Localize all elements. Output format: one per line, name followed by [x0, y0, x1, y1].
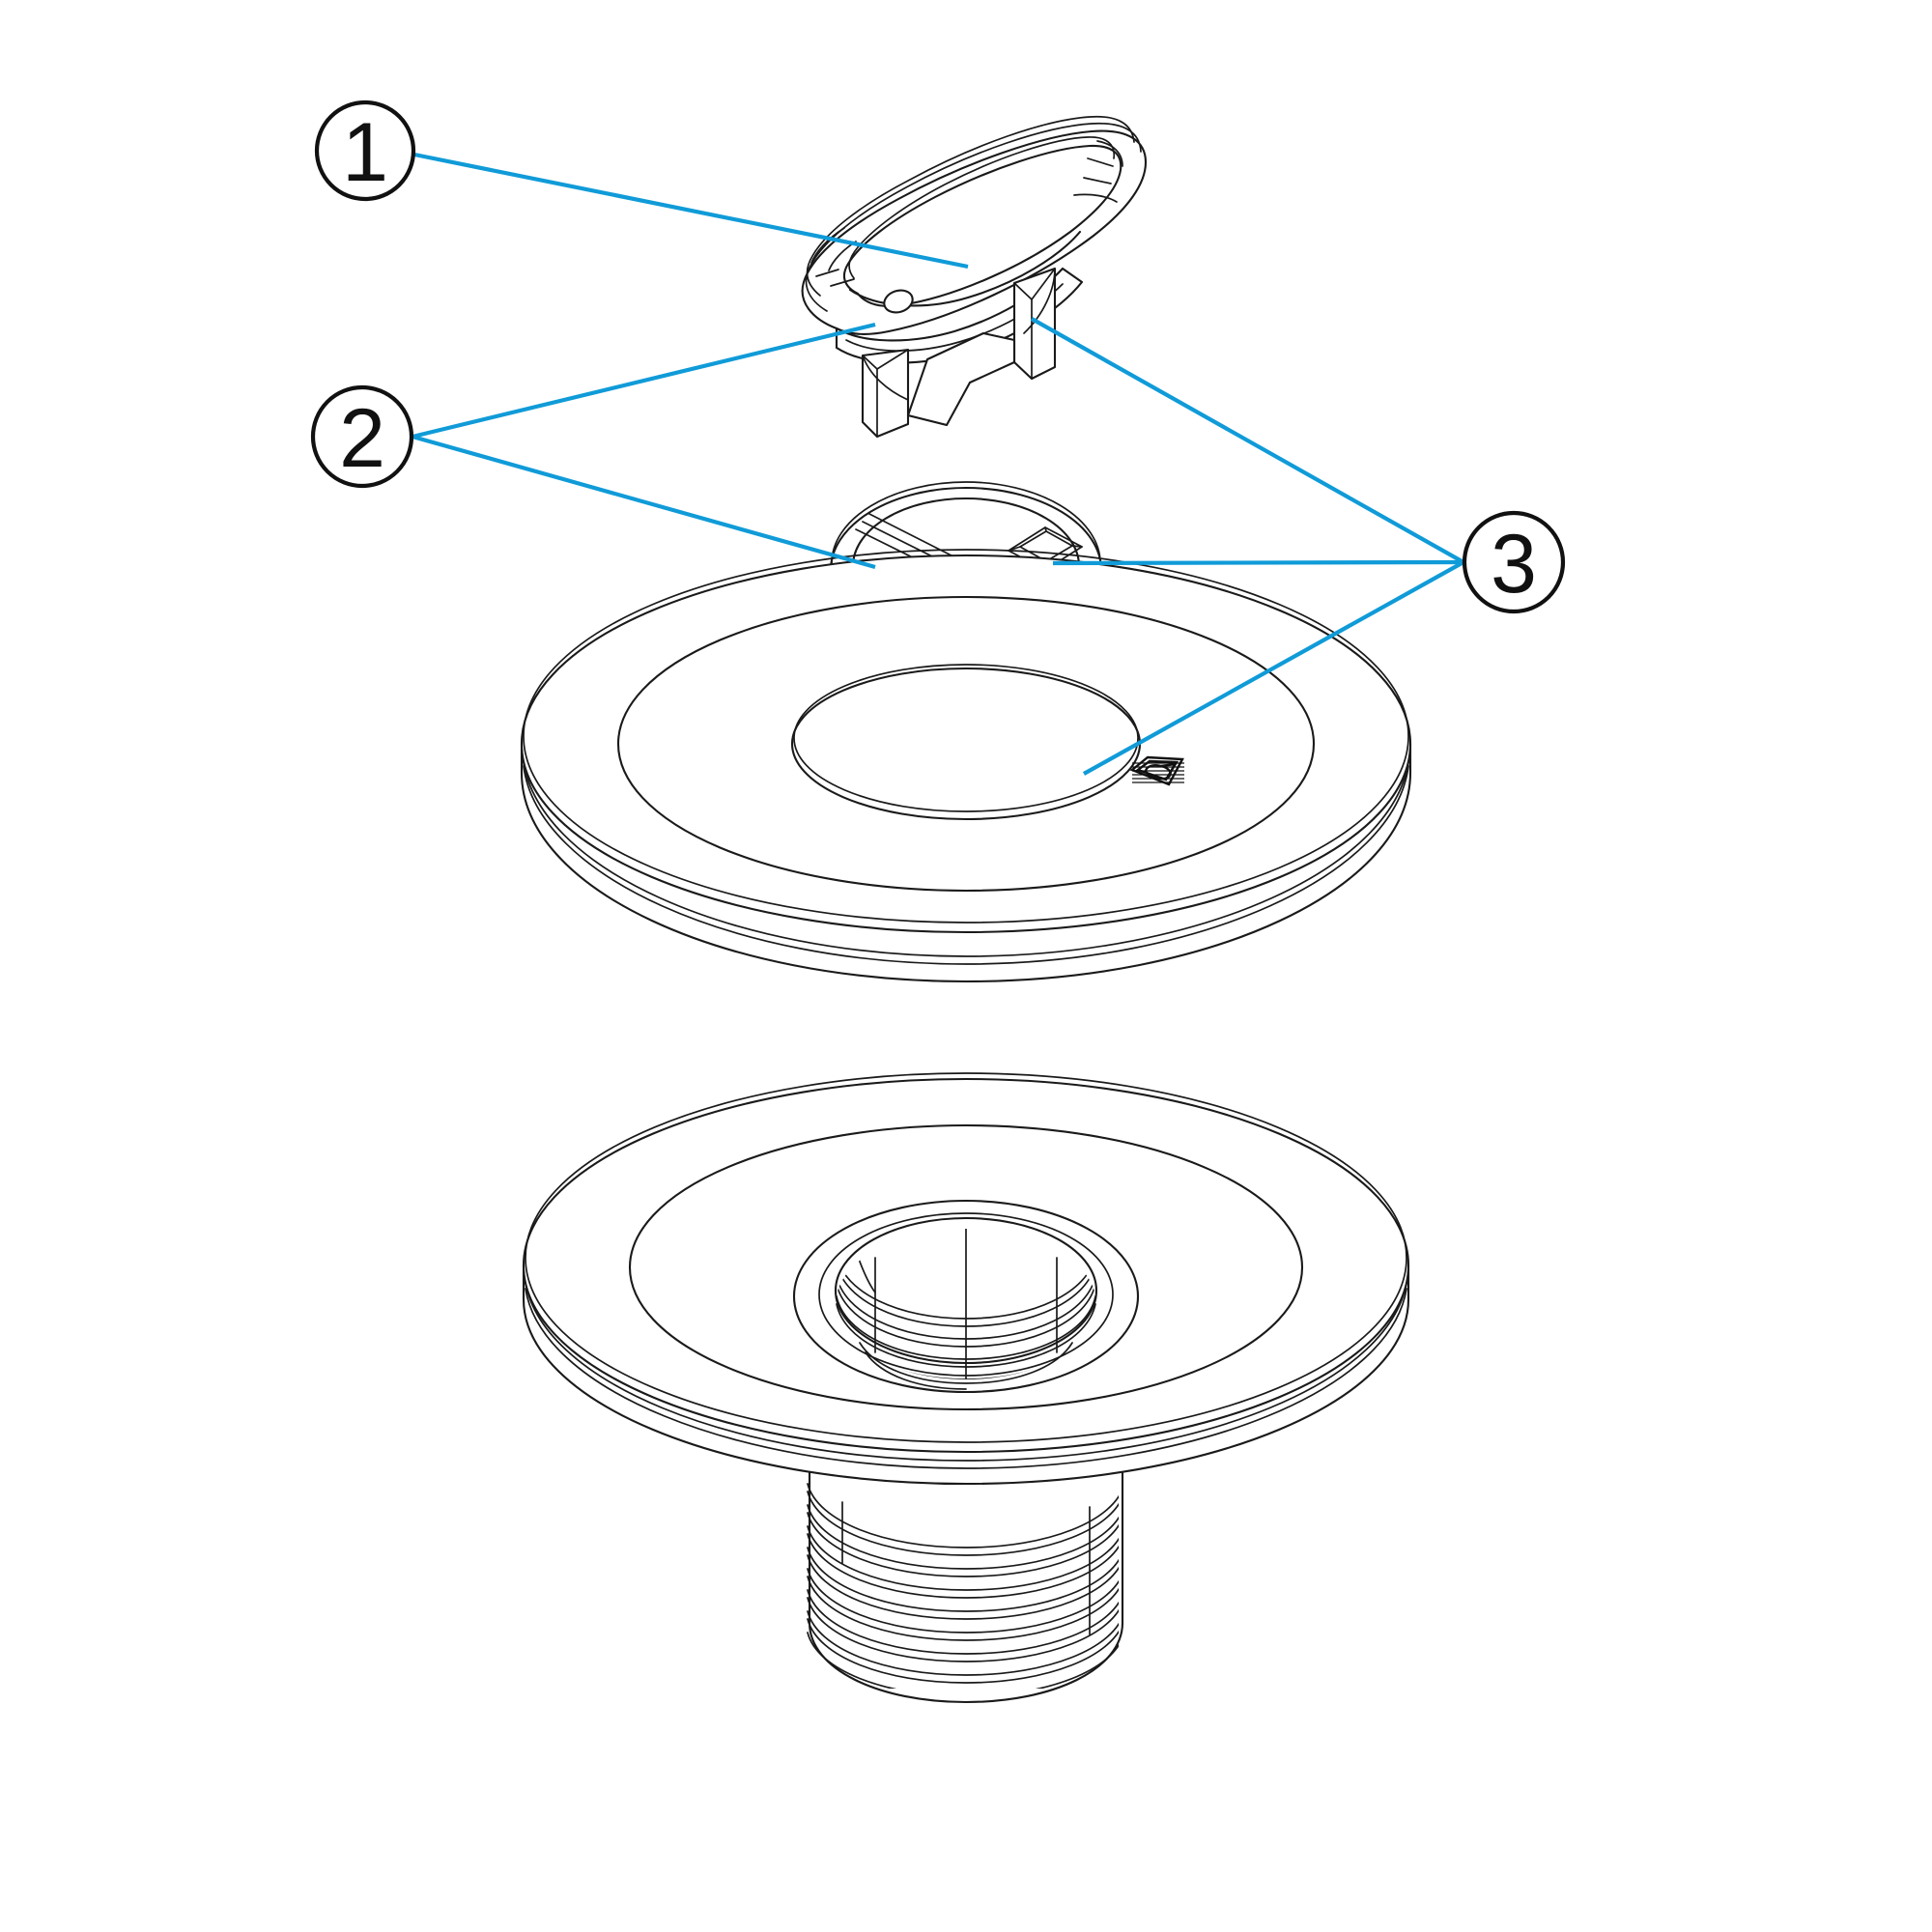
- callout-balloon-1[interactable]: 1: [314, 99, 416, 202]
- escutcheon-inner-disc-edge: [793, 664, 1139, 812]
- body-flange-outer-edge: [525, 1072, 1407, 1443]
- handle-right-endcap-facet-b: [1087, 157, 1114, 167]
- logo-badge-frame: [1129, 755, 1184, 786]
- handle-web-top: [848, 230, 1082, 307]
- leader-2-to-handle-rim: [412, 322, 876, 440]
- leader-lines-group: [412, 152, 1465, 776]
- callout-3-label: 3: [1491, 518, 1537, 611]
- handle-outer-loop-edge: [805, 122, 1142, 312]
- logo-badge-frame-inner: [1135, 759, 1179, 781]
- body-flange-skirt-edge-1: [524, 1276, 1408, 1462]
- handle-left-endcap-facet-d: [815, 269, 839, 277]
- callout-2-label: 2: [339, 392, 385, 485]
- handle-tab-right-edge2: [1013, 268, 1056, 300]
- plug-socket-upper-wall-t: [1044, 526, 1047, 532]
- escutcheon-outer-ellipse: [520, 554, 1412, 934]
- leader-3-to-escutcheon: [1082, 560, 1465, 776]
- body-bore-bottom-arc-2: [865, 1351, 967, 1390]
- leader-1-to-handle-body: [413, 152, 969, 270]
- handle-right-endcap-facet-a: [1096, 140, 1123, 167]
- handle-tab-right: [1012, 267, 1057, 381]
- leader-3-to-plug-socket: [1052, 559, 1464, 566]
- callout-1-label: 1: [342, 106, 388, 199]
- part-handle-key-tool: [801, 115, 1148, 439]
- plug-socket-upper-wall-r: [1071, 545, 1083, 548]
- handle-pivot-hole: [883, 289, 914, 314]
- body-flange-skirt-edge-2: [525, 1288, 1407, 1469]
- barrel-thread-group: [807, 1483, 1119, 1689]
- leader-2-to-plug-face: [412, 434, 876, 570]
- leader-3-to-handle-tab: [1030, 317, 1465, 564]
- manufacturer-logo-badge: [1129, 755, 1184, 786]
- handle-tab-left-edge2: [862, 349, 909, 370]
- handle-right-endcap-facet-d: [1073, 193, 1118, 203]
- callout-balloon-2[interactable]: 2: [310, 384, 414, 489]
- callout-3-circle[interactable]: [1462, 510, 1566, 614]
- handle-right-endcap-facet-c: [1083, 177, 1112, 185]
- escutcheon-mid-ring: [616, 595, 1316, 893]
- part-threaded-body-nipple: [522, 1072, 1410, 1704]
- handle-flank-right: [1023, 268, 1056, 334]
- handle-flank-left: [862, 355, 909, 401]
- body-flange-step-ring: [628, 1123, 1304, 1411]
- logo-badge-glyph-tail: [1160, 762, 1178, 779]
- logo-badge-glyph: [1144, 764, 1172, 781]
- handle-inner-aperture-edge: [848, 136, 1116, 279]
- part-escutcheon-face-ring: [520, 549, 1412, 983]
- escutcheon-skirt-edge-2: [523, 765, 1409, 965]
- callout-1-circle[interactable]: [314, 99, 416, 202]
- body-bore-bottom-arc: [859, 1342, 1073, 1384]
- callout-2-circle[interactable]: [310, 384, 414, 489]
- handle-left-endcap-facet-a: [810, 227, 845, 264]
- escutcheon-skirt-edge-1: [522, 754, 1410, 957]
- handle-left-endcap-facet-c: [830, 278, 855, 287]
- handle-tab-left: [861, 348, 910, 439]
- callout-balloon-3[interactable]: 3: [1462, 510, 1566, 614]
- handle-gusset-crease-2: [907, 414, 948, 426]
- handle-gusset-crease: [926, 332, 984, 360]
- handle-outer-loop-edge2: [806, 115, 1135, 297]
- escutcheon-outer-ellipse-edge: [523, 549, 1409, 923]
